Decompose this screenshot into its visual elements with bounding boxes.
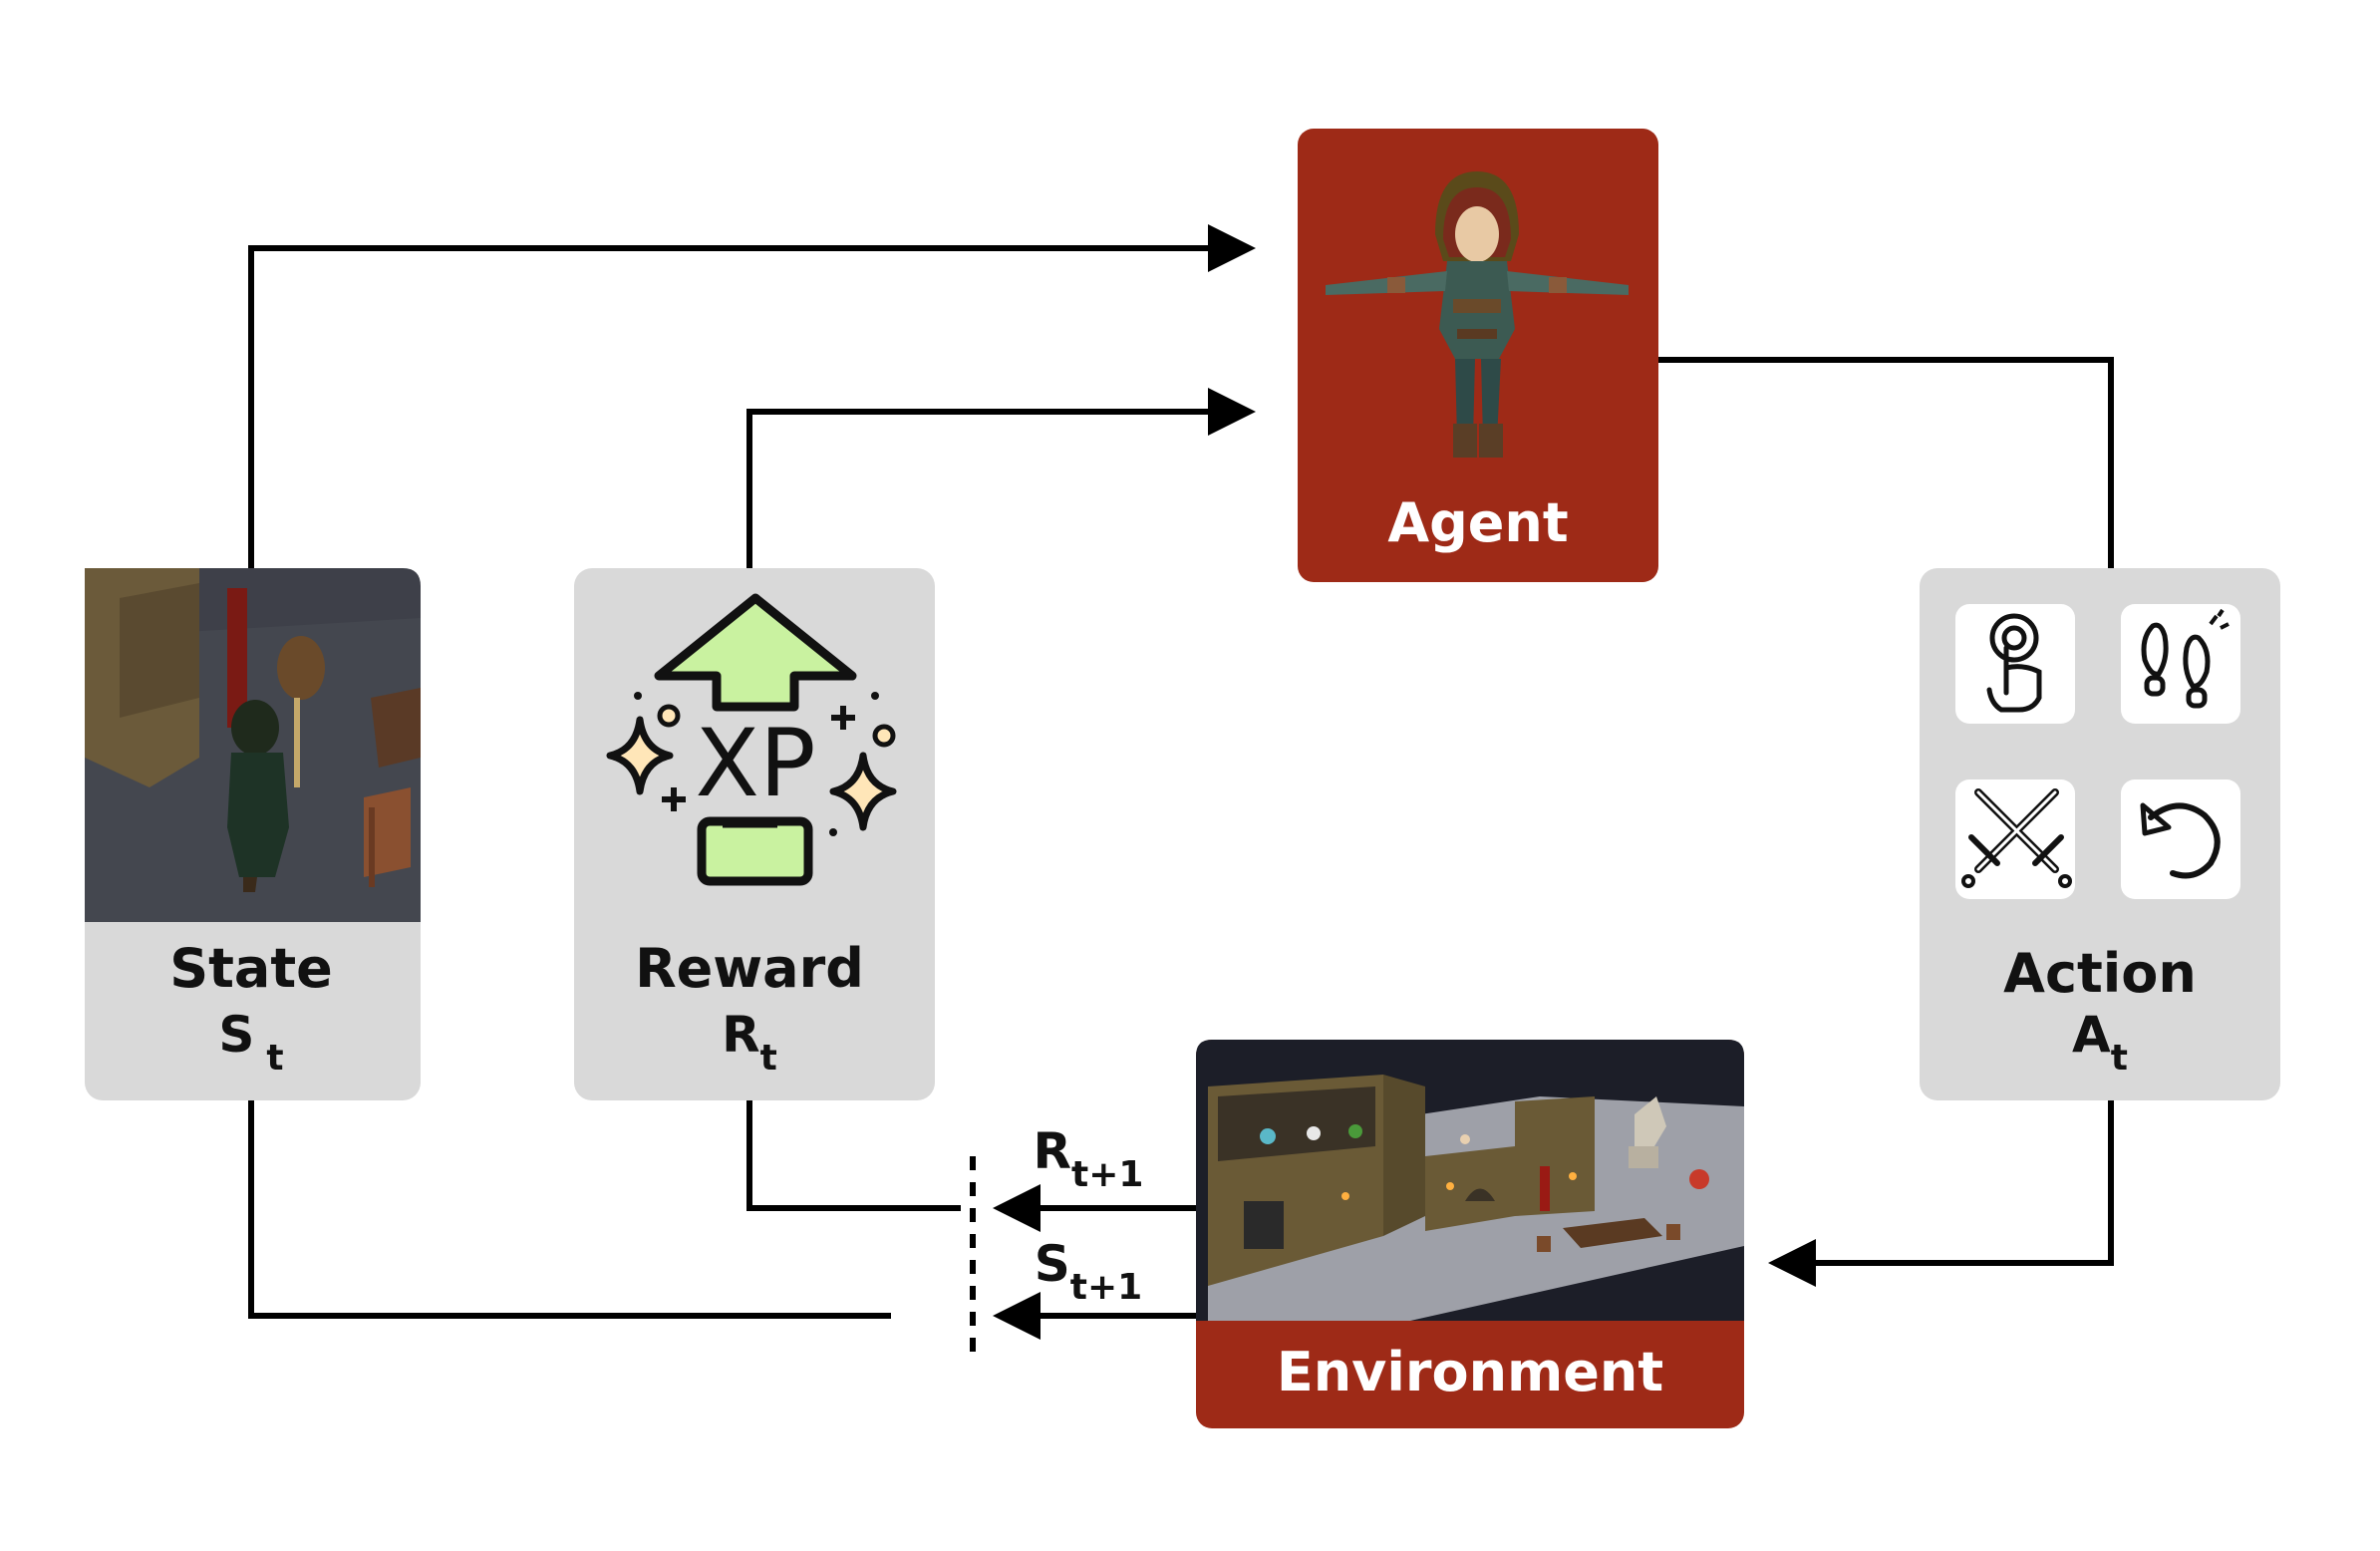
action-symbol-letter: A	[2072, 1006, 2111, 1064]
state-symbol-letter: S	[218, 1006, 254, 1064]
reward-box: XP Reward Rt	[574, 568, 935, 1100]
action-symbol: At	[2072, 1006, 2128, 1079]
reward-next-letter: R	[1034, 1122, 1072, 1180]
reward-label: Reward	[635, 937, 864, 1000]
reward-to-agent-arrow	[746, 388, 1256, 568]
reward-symbol-subscript: t	[760, 1038, 777, 1079]
agent-to-action-line	[1658, 357, 2114, 568]
state-scene-image	[85, 568, 421, 922]
state-next-subscript: t+1	[1070, 1267, 1142, 1308]
state-to-agent-arrow	[248, 224, 1256, 568]
state-symbol-subscript: t	[266, 1038, 283, 1079]
xp-icon-text: XP	[695, 710, 815, 818]
environment-box: Environment	[1196, 1040, 1744, 1428]
reward-next-label: Rt+1	[1034, 1122, 1144, 1195]
action-to-environment-arrow	[1768, 1100, 2114, 1287]
footsteps-icon	[2121, 604, 2240, 724]
reward-symbol: Rt	[722, 1006, 777, 1079]
environment-label: Environment	[1277, 1341, 1663, 1403]
state-next-label: St+1	[1035, 1235, 1142, 1308]
crossed-swords-icon	[1955, 779, 2075, 899]
undo-arrow-icon	[2121, 779, 2240, 899]
environment-scene-image	[1196, 1040, 1744, 1321]
reward-symbol-letter: R	[722, 1006, 760, 1064]
agent-character-figure	[1326, 171, 1629, 458]
state-label: State	[169, 937, 333, 1000]
reward-next-subscript: t+1	[1071, 1154, 1143, 1195]
action-symbol-subscript: t	[2111, 1038, 2128, 1079]
reward-feedback-line	[746, 1100, 961, 1211]
action-label: Action	[2003, 942, 2197, 1005]
state-feedback-line	[248, 1100, 891, 1319]
state-next-letter: S	[1035, 1235, 1070, 1293]
agent-box: Agent	[1298, 129, 1658, 582]
xp-reward-icon: XP	[606, 593, 897, 886]
tap-gesture-icon	[1955, 604, 2075, 724]
agent-label: Agent	[1387, 491, 1568, 554]
action-box: Action At	[1920, 568, 2280, 1100]
